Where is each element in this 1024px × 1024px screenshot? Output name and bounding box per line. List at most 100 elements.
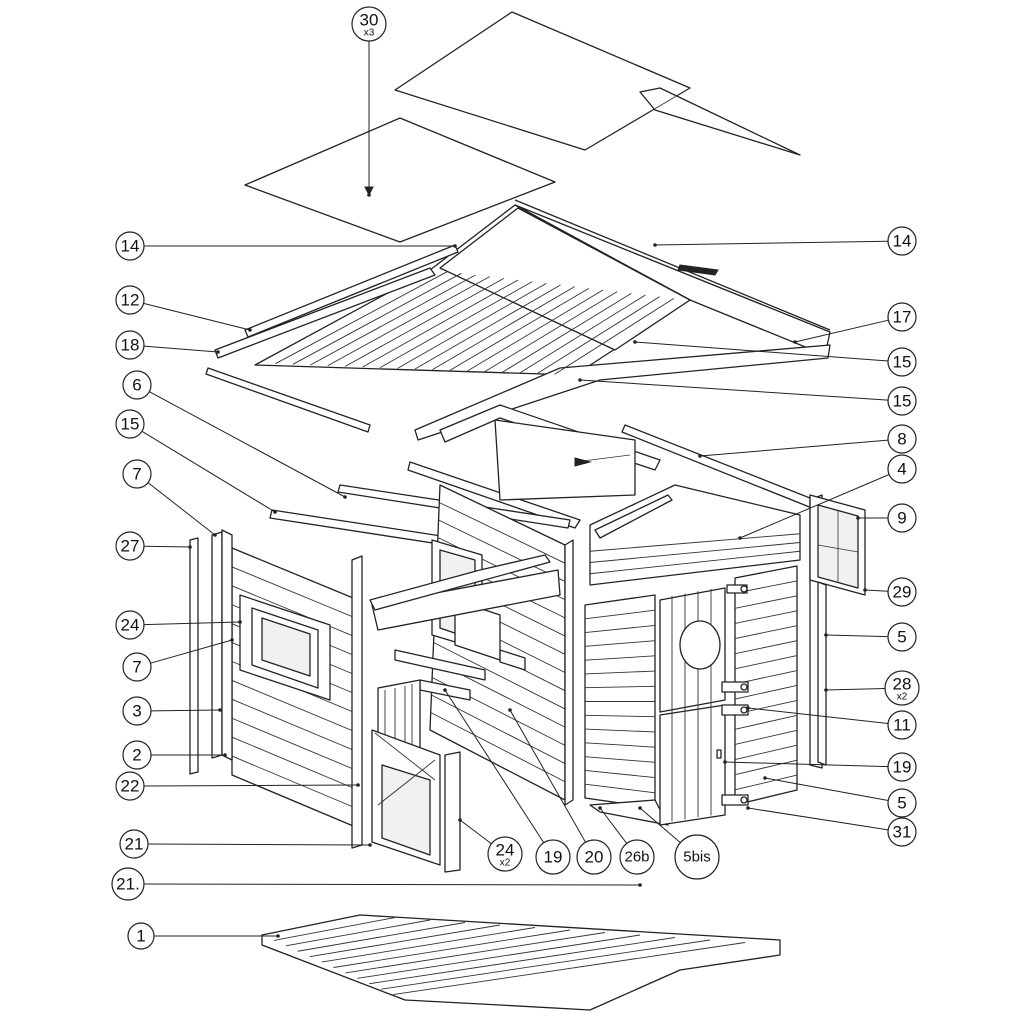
- leader-line-c21a: [147, 843, 371, 846]
- left-posts: [189, 529, 363, 849]
- callout-circle: [674, 834, 720, 880]
- slat-line: [273, 917, 396, 941]
- callout-c19a: 19: [887, 752, 917, 782]
- callout-circle: [619, 839, 655, 875]
- callout-number: 3: [132, 702, 141, 721]
- slat-line: [449, 287, 590, 371]
- leader-dot: [223, 753, 227, 757]
- slat-line: [433, 642, 566, 710]
- leader-line-c7b: [150, 639, 233, 664]
- slat-line: [584, 640, 656, 647]
- leader-lines: [141, 41, 890, 938]
- callout-c26b: 26b: [619, 839, 655, 875]
- callout-number: 31: [893, 823, 912, 842]
- leader-dot: [238, 620, 242, 624]
- callout-c15b: 15: [887, 386, 917, 416]
- slat-line: [310, 274, 476, 366]
- callout-circle: [884, 670, 920, 706]
- leader-dot: [230, 638, 234, 642]
- leader-line-c5b: [764, 777, 889, 801]
- callout-circle: [887, 424, 917, 454]
- callout-number: 4: [897, 460, 906, 479]
- leader-line-c15c: [141, 430, 276, 513]
- leader-line-c12: [143, 302, 251, 331]
- callout-number: 24: [496, 841, 515, 860]
- callout-circle: [122, 696, 152, 726]
- door-hinges: [716, 584, 749, 806]
- leader-line-c26b: [599, 807, 628, 844]
- leader-line-c17: [794, 319, 889, 343]
- roof-black-strip: [677, 264, 719, 276]
- slat-line: [584, 756, 656, 763]
- leader-dot: [248, 328, 252, 332]
- leader-dot: [638, 883, 642, 887]
- slat-line: [734, 714, 798, 730]
- slat-line: [734, 774, 798, 791]
- front-gable-panel: [589, 484, 801, 586]
- leader-line-c14b: [654, 240, 889, 246]
- leader-dot: [343, 495, 347, 499]
- callout-c6: 6: [122, 370, 152, 400]
- callout-c15a: 15: [887, 347, 917, 377]
- leader-dot: [738, 536, 742, 540]
- slat-line: [231, 736, 359, 791]
- callout-number: 15: [893, 353, 912, 372]
- gable-slats: [589, 533, 801, 575]
- callout-number: 7: [132, 465, 141, 484]
- callout-number: 1: [136, 927, 145, 946]
- roof-slats: [275, 271, 675, 375]
- leader-dot: [188, 545, 192, 549]
- callout-c5bis: 5bis: [674, 834, 720, 880]
- leader-dot: [443, 688, 447, 692]
- callout-circle: [127, 922, 155, 950]
- callout-circle: [887, 710, 917, 740]
- slat-line: [292, 272, 462, 365]
- slat-line: [231, 717, 359, 772]
- leader-line-c24a: [143, 621, 241, 626]
- callout-number: 17: [893, 308, 912, 327]
- slat-line: [734, 729, 798, 745]
- callout-number: 9: [897, 509, 906, 528]
- leader-dot: [824, 688, 828, 692]
- slat-line: [501, 292, 632, 373]
- leader-line-c8: [699, 439, 889, 457]
- leader-dot: [793, 340, 797, 344]
- callout-c19b: 19: [535, 839, 571, 875]
- callout-c24a: 24: [115, 610, 145, 640]
- callout-circle: [887, 788, 917, 818]
- callout-number: 5: [897, 628, 906, 647]
- callout-c14a: 14: [115, 231, 145, 261]
- callout-circle: [122, 740, 152, 770]
- arrowhead: [364, 186, 374, 197]
- callout-number: 12: [121, 291, 140, 310]
- slat-line: [275, 271, 448, 365]
- callout-number: 30: [360, 11, 379, 30]
- slat-line: [430, 712, 566, 783]
- callout-number: 26b: [624, 849, 649, 866]
- slat-line: [333, 929, 571, 968]
- callout-c29: 29: [887, 577, 917, 607]
- callout-circle: [887, 226, 917, 256]
- floor-panel: [261, 914, 781, 1011]
- slat-line: [231, 585, 359, 639]
- callout-c8: 8: [887, 424, 917, 454]
- callout-c18: 18: [115, 330, 145, 360]
- callout-circle: [887, 752, 917, 782]
- leader-line-c5bis: [639, 807, 681, 844]
- back-wall-window: [431, 539, 526, 671]
- callout-c2: 2: [122, 740, 152, 770]
- slat-line: [584, 783, 656, 794]
- leader-line-c5a: [825, 634, 889, 638]
- leader-line-c21b: [143, 883, 641, 886]
- slat-line: [519, 294, 646, 374]
- callout-c7b: 7: [122, 652, 152, 682]
- leader-dot: [356, 783, 360, 787]
- callout-circle: [887, 817, 917, 847]
- leader-dot: [763, 776, 767, 780]
- slat-line: [393, 942, 746, 996]
- leader-dot: [273, 510, 277, 514]
- leader-dot: [863, 588, 867, 592]
- slat-line: [379, 281, 533, 369]
